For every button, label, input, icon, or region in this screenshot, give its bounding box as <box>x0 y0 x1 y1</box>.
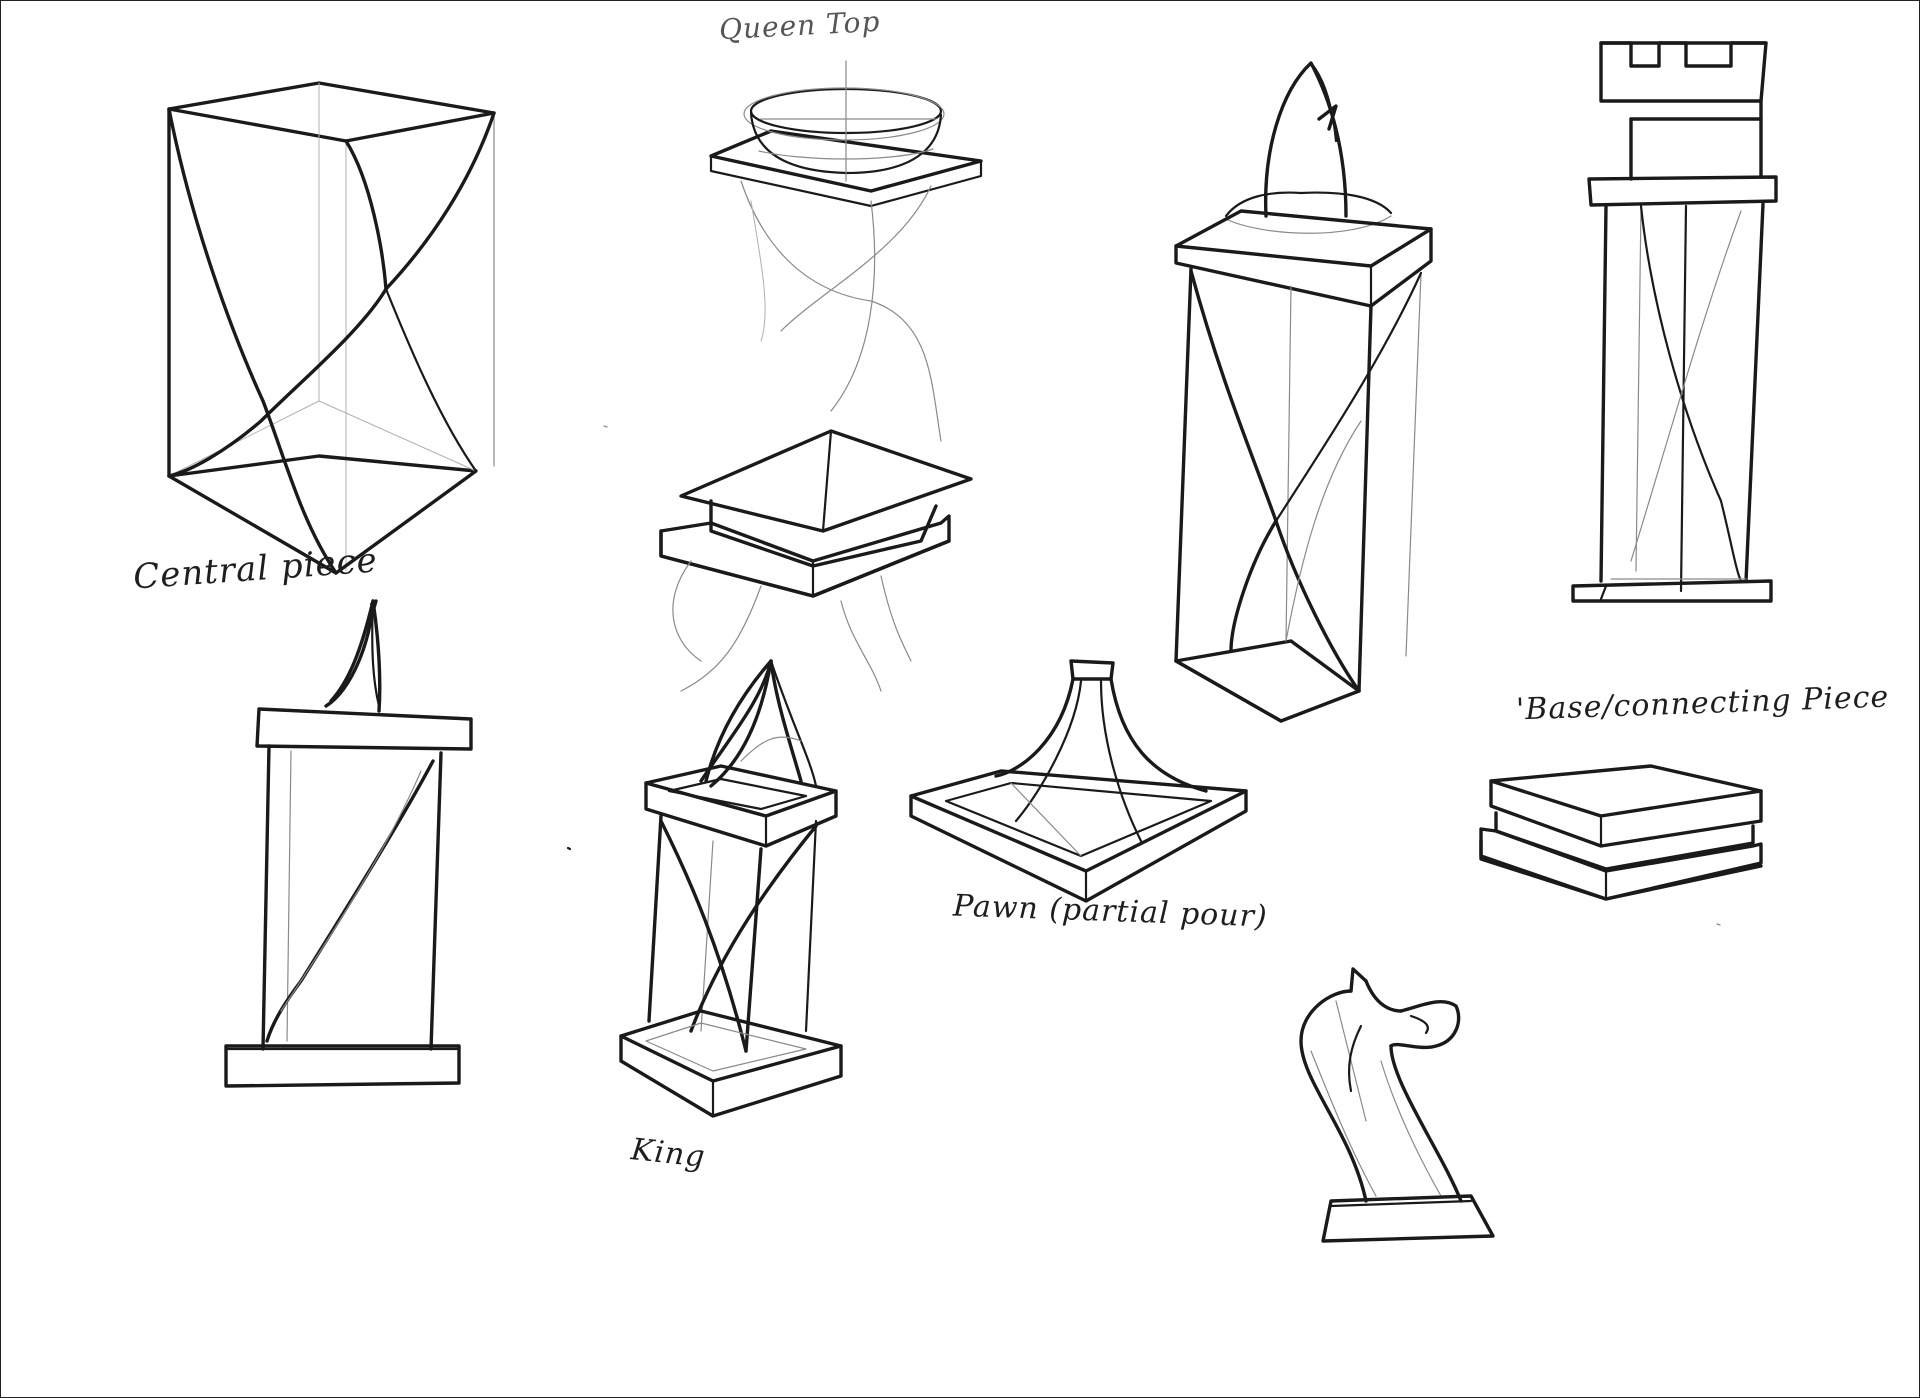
bishop-sketch <box>1174 61 1433 723</box>
cap-assembly-sketch <box>659 429 973 692</box>
queen-top-sketch <box>709 60 983 442</box>
rook-sketch <box>1571 41 1778 603</box>
base-piece-sketch <box>1479 764 1763 901</box>
central-piece-sketch <box>167 81 496 575</box>
pencil-marks <box>369 425 1721 926</box>
pawn-sketch <box>909 659 1248 903</box>
knight-sketch <box>1299 967 1495 1243</box>
king-sketch <box>619 659 843 1118</box>
spire-column-sketch <box>224 599 473 1088</box>
